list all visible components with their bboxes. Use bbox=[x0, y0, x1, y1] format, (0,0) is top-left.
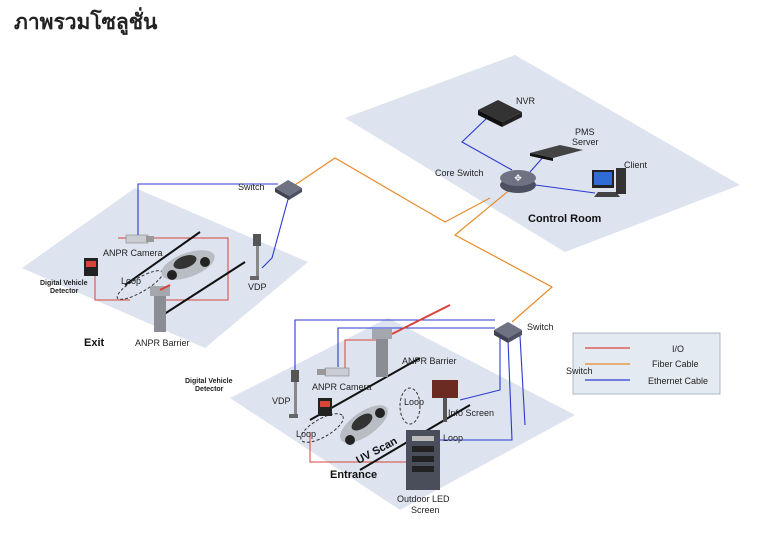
eth-core-client bbox=[527, 183, 596, 194]
entrance-loop-left bbox=[300, 413, 344, 443]
pms-server-label-2: Server bbox=[572, 137, 599, 147]
exit-lane-line-1 bbox=[124, 231, 201, 286]
exit-detector-label-1: Digital Vehicle bbox=[40, 280, 88, 287]
eth-core-nvr bbox=[461, 116, 513, 171]
exit-anpr-camera-device bbox=[125, 234, 154, 244]
entrance-detector-label-2: Detector bbox=[195, 386, 224, 393]
info-screen-label: Info Screen bbox=[448, 408, 494, 418]
exit-loop-label: Loop bbox=[121, 276, 141, 286]
core-switch-label: Core Switch bbox=[435, 168, 484, 178]
outdoor-led-label-2: Screen bbox=[411, 505, 440, 515]
entrance-camera-label: ANPR Camera bbox=[312, 382, 372, 392]
io-entrance bbox=[309, 432, 430, 463]
outdoor-led-screen-device bbox=[406, 430, 440, 490]
exit-lane-line-2 bbox=[154, 261, 246, 321]
entrance-loop-right-label: Loop bbox=[404, 397, 424, 407]
exit-camera-label: ANPR Camera bbox=[103, 248, 163, 258]
entrance-loop-label-2: Loop bbox=[443, 433, 463, 443]
info-screen-device bbox=[432, 380, 458, 422]
io-exit bbox=[118, 237, 229, 301]
control-room-label: Control Room bbox=[528, 213, 602, 225]
exit-barrier-device bbox=[150, 284, 171, 332]
eth-exit-camera bbox=[137, 183, 278, 238]
entrance-barrier-device bbox=[372, 304, 451, 377]
exit-detector-label-2: Detector bbox=[50, 288, 79, 295]
exit-vdp-label: VDP bbox=[248, 282, 267, 292]
exit-barrier-label: ANPR Barrier bbox=[135, 338, 190, 348]
eth-entrance-1 bbox=[294, 319, 495, 370]
entrance-switch-device bbox=[494, 322, 522, 343]
entrance-anpr-camera-device bbox=[317, 367, 350, 377]
entrance-platform bbox=[230, 318, 575, 510]
entrance-detector-device bbox=[318, 398, 332, 416]
fiber-cable-exit bbox=[291, 157, 491, 223]
legend-fiber: Fiber Cable bbox=[652, 359, 699, 369]
exit-switch-label: Switch bbox=[238, 182, 265, 192]
entrance-vdp-label: VDP bbox=[272, 396, 291, 406]
entrance-barrier-label: ANPR Barrier bbox=[402, 356, 457, 366]
pms-server-label-1: PMS bbox=[575, 127, 595, 137]
exit-vdp-device bbox=[250, 234, 261, 280]
exit-car bbox=[161, 250, 215, 280]
eth-exit-vdp bbox=[261, 191, 291, 269]
eth-entrance-3 bbox=[459, 338, 501, 401]
exit-switch-device bbox=[275, 180, 302, 200]
client-label: Client bbox=[624, 160, 648, 170]
exit-detector-device bbox=[84, 258, 98, 276]
io-exit-detector bbox=[94, 268, 130, 301]
legend-switch-label: Switch bbox=[566, 366, 593, 376]
entrance-switch-label: Switch bbox=[527, 322, 554, 332]
entrance-detector-label-1: Digital Vehicle bbox=[185, 378, 233, 385]
io-entrance-2 bbox=[344, 339, 380, 372]
pms-server-device bbox=[530, 145, 583, 161]
nvr-device bbox=[478, 100, 522, 127]
nvr-label: NVR bbox=[516, 96, 536, 106]
exit-label: Exit bbox=[84, 337, 105, 349]
eth-entrance-2 bbox=[337, 327, 495, 367]
legend: I/O Fiber Cable Ethernet Cable Switch bbox=[566, 332, 721, 395]
fiber-cable-entrance bbox=[453, 187, 554, 323]
entrance-vdp-device bbox=[289, 370, 299, 418]
client-pc-device bbox=[592, 168, 626, 197]
core-switch-device: ✥ bbox=[500, 170, 536, 193]
eth-entrance-5 bbox=[519, 335, 526, 426]
svg-text:✥: ✥ bbox=[514, 173, 522, 183]
entrance-car bbox=[340, 405, 388, 445]
eth-entrance-4 bbox=[440, 339, 513, 441]
entrance-loop-right bbox=[399, 387, 421, 425]
legend-ethernet: Ethernet Cable bbox=[648, 376, 708, 386]
legend-io: I/O bbox=[672, 344, 684, 354]
page-title: ภาพรวมโซลูชั่น bbox=[14, 10, 158, 34]
entrance-label: Entrance bbox=[330, 469, 377, 481]
entrance-loop-left-label: Loop bbox=[296, 429, 316, 439]
outdoor-led-label-1: Outdoor LED bbox=[397, 494, 450, 504]
